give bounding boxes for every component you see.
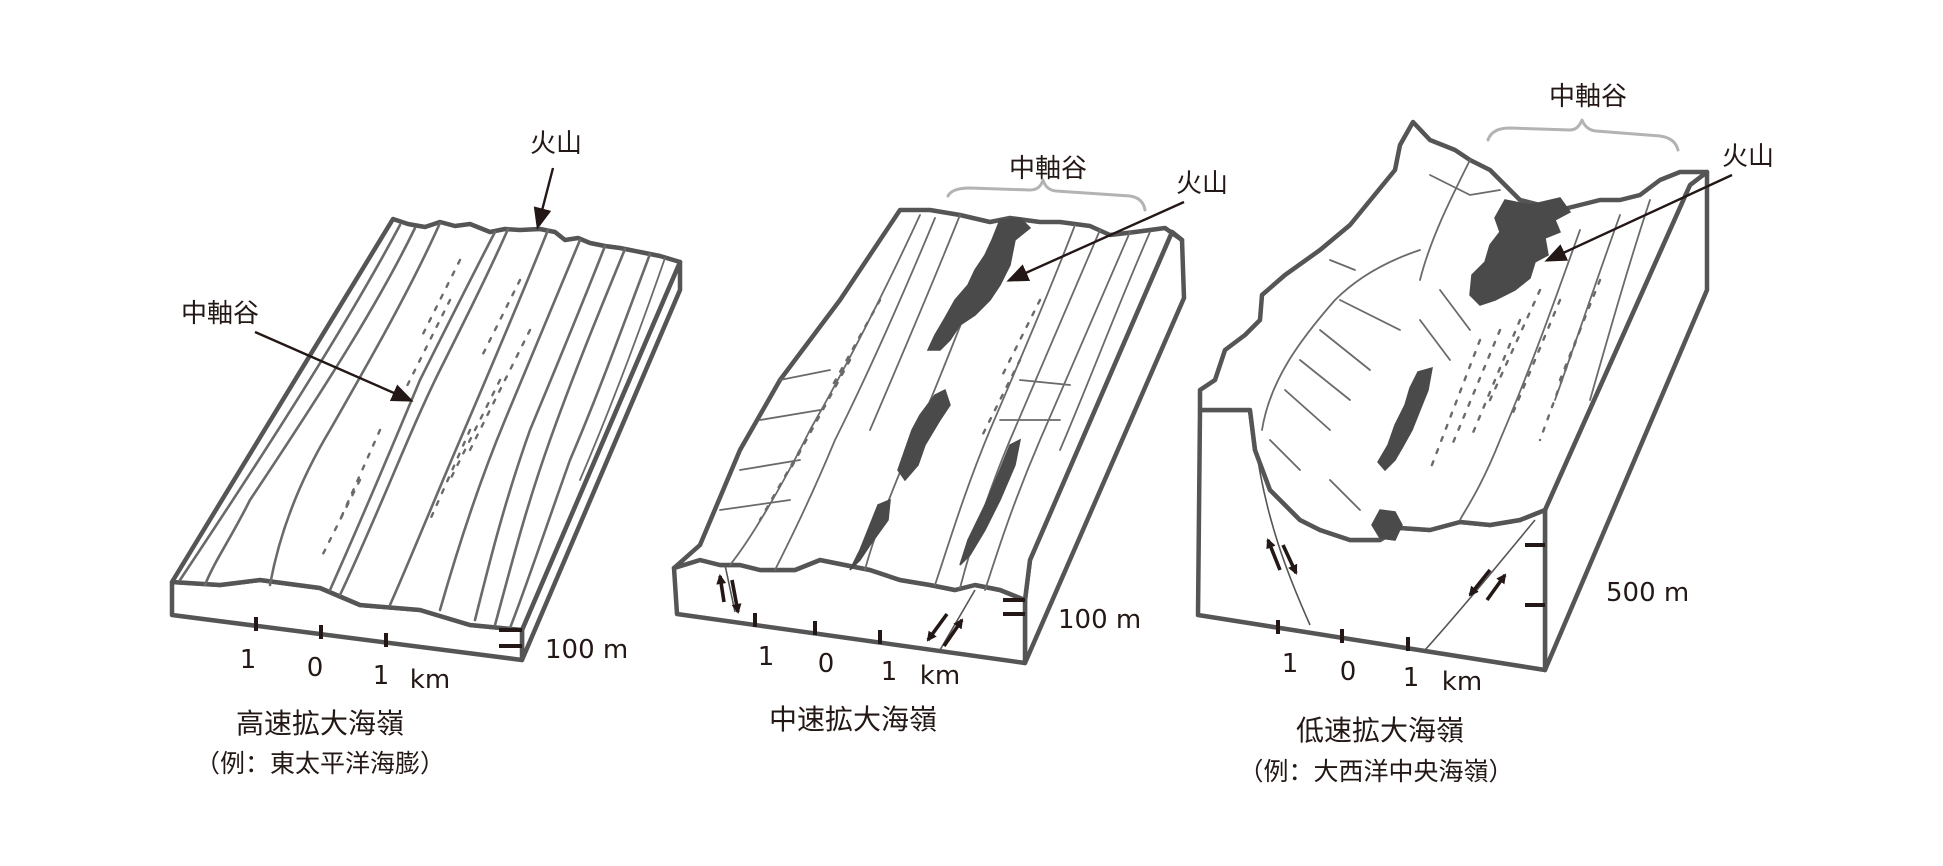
fissure-marks	[318, 258, 532, 562]
volcano-pointer-arrow	[533, 167, 555, 230]
block-diagram-fast	[169, 216, 683, 663]
scale-tick-label: 1	[1403, 663, 1420, 693]
scale-tick-label: 0	[307, 653, 324, 683]
horizontal-scale-bar	[1276, 620, 1410, 651]
volcano-pointer-arrow	[1544, 173, 1733, 262]
volcanic-ridge	[849, 217, 1032, 571]
down-arrow-icon	[1281, 544, 1298, 575]
vertical-scale-label: 100 m	[545, 635, 628, 665]
horizontal-scale-bar	[254, 617, 388, 647]
down-arrow-icon	[926, 612, 949, 642]
fault-lineations	[178, 221, 666, 630]
panel-fast-spreading-ridge: 1 0 1 km 100 m 火山 中軸谷 高速拡大海嶺 （例：東太平洋海膨）	[169, 129, 683, 778]
panel-intermediate-spreading-ridge: 1 0 1 km 100 m 中軸谷 火山 中速拡大海嶺	[671, 154, 1228, 736]
down-arrow-icon	[1468, 568, 1492, 597]
vertical-scale-bar	[499, 628, 522, 648]
axial-valley-brace	[1486, 118, 1680, 152]
scale-unit-label: km	[920, 661, 960, 691]
axial-valley-pointer-arrow	[254, 330, 414, 402]
panel-title: 高速拡大海嶺	[236, 707, 404, 740]
block-diagram-intermediate	[671, 207, 1187, 666]
panel-slow-spreading-ridge: 1 0 1 km 500 m 中軸谷 火山 低速拡大海嶺 （例：大西洋中央海嶺）	[1195, 82, 1774, 786]
volcano-shape	[1469, 197, 1572, 306]
scale-tick-label: 0	[1340, 657, 1357, 687]
volcano-shape	[1371, 509, 1403, 541]
axial-valley-label: 中軸谷	[1009, 154, 1087, 184]
volcano-shape	[897, 388, 951, 482]
up-arrow-icon	[1266, 538, 1282, 571]
fault-lineations	[719, 214, 1151, 591]
down-arrow-icon	[730, 579, 742, 614]
volcano-label: 火山	[1722, 142, 1774, 172]
scale-tick-label: 1	[240, 645, 257, 675]
axial-valley-label: 中軸谷	[1549, 82, 1627, 112]
scale-unit-label: km	[1442, 667, 1482, 697]
scale-tick-label: 1	[881, 657, 898, 687]
panel-title: 低速拡大海嶺	[1296, 714, 1464, 747]
volcano-shape	[926, 217, 1032, 351]
fault-motion-arrows	[716, 564, 976, 651]
block-top-surface	[169, 216, 683, 633]
volcanic-field	[1371, 197, 1572, 541]
horizontal-scale-bar	[753, 613, 882, 644]
axial-valley-label: 中軸谷	[181, 299, 259, 329]
vertical-scale-label: 500 m	[1606, 578, 1689, 608]
up-arrow-icon	[716, 574, 727, 603]
volcano-label: 火山	[530, 129, 582, 159]
block-diagram-slow	[1195, 119, 1710, 673]
panel-example: （例：東太平洋海膨）	[195, 749, 445, 778]
axial-valley-brace	[946, 178, 1147, 212]
up-arrow-icon	[1485, 573, 1507, 602]
vertical-scale-bar	[1525, 543, 1545, 607]
scale-tick-label: 1	[758, 642, 775, 672]
volcano-label: 火山	[1176, 169, 1228, 199]
vertical-scale-label: 100 m	[1058, 605, 1141, 635]
vertical-scale-bar	[1003, 598, 1025, 616]
panel-example: （例：大西洋中央海嶺）	[1238, 757, 1513, 786]
scale-unit-label: km	[410, 665, 450, 695]
scale-tick-label: 1	[373, 661, 390, 691]
scale-tick-label: 1	[1282, 649, 1299, 679]
volcano-shape	[959, 438, 1022, 566]
panel-title: 中速拡大海嶺	[769, 703, 937, 736]
volcano-shape	[1377, 366, 1433, 472]
scale-tick-label: 0	[818, 649, 835, 679]
volcano-pointer-arrow	[1006, 200, 1185, 282]
volcano-shape	[849, 498, 891, 571]
block-top-surface	[1197, 119, 1710, 543]
up-arrow-icon	[942, 618, 964, 648]
fault-motion-arrows	[1254, 439, 1536, 651]
fault-lineations	[1261, 159, 1651, 521]
